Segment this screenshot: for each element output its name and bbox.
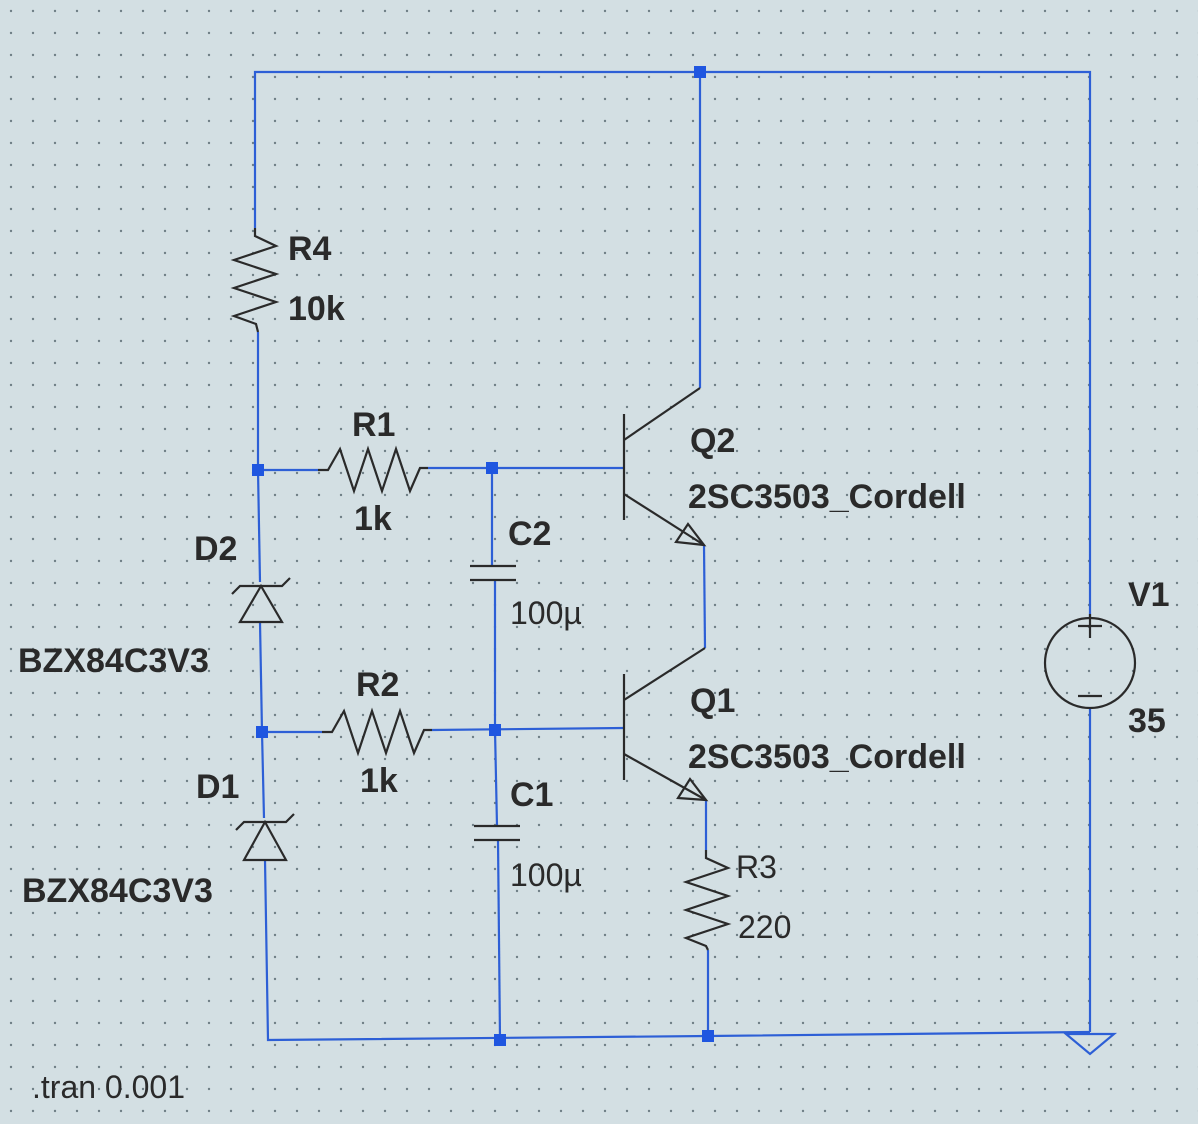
c2-ref: C2 xyxy=(508,515,551,553)
resistor-r1[interactable]: R1 1k xyxy=(318,406,428,538)
resistor-r4[interactable]: R4 10k xyxy=(230,228,345,333)
r1-value: 1k xyxy=(354,500,392,538)
resistor-r3[interactable]: R3 220 xyxy=(682,849,791,951)
r4-value: 10k xyxy=(288,290,345,328)
r4-ref: R4 xyxy=(288,230,332,268)
c1-value: 100µ xyxy=(510,857,582,893)
d1-model: BZX84C3V3 xyxy=(22,872,213,910)
c2-value: 100µ xyxy=(510,595,582,631)
zener-d2-bar xyxy=(231,577,291,595)
wires xyxy=(253,70,1092,1042)
capacitor-c2[interactable]: C2 100µ xyxy=(470,515,582,631)
junction-d2-r2-d1 xyxy=(256,726,268,738)
r2-value: 1k xyxy=(360,762,398,800)
resistor-r2[interactable]: R2 1k xyxy=(322,666,432,800)
q1-model: 2SC3503_Cordell xyxy=(688,738,966,776)
q2-ref: Q2 xyxy=(690,422,735,460)
r3-ref: R3 xyxy=(736,849,777,885)
r1-ref: R1 xyxy=(352,406,395,444)
wire-node-to-d1 xyxy=(260,731,266,819)
q1-collector-lead xyxy=(623,647,706,701)
zener-d2-triangle xyxy=(238,583,284,624)
zener-d1-bar xyxy=(235,813,295,831)
q1-emitter-arrow xyxy=(676,777,709,802)
q1-ref: Q1 xyxy=(690,682,735,720)
junction-r1-c2-q2 xyxy=(486,462,498,474)
junction-r4-r1-d2 xyxy=(252,464,264,476)
wire-q2-emitter-to-q1 xyxy=(702,544,707,649)
junctions xyxy=(252,66,714,1046)
v1-ref: V1 xyxy=(1128,576,1170,614)
wire-bottom-rail xyxy=(263,859,1091,1042)
spice-directive[interactable]: .tran 0.001 xyxy=(32,1069,185,1105)
q2-collector-lead xyxy=(623,387,701,441)
ground-symbol xyxy=(1062,1032,1118,1056)
zener-d1-triangle xyxy=(242,819,288,862)
zener-diode-d1[interactable]: D1 BZX84C3V3 xyxy=(22,768,295,910)
r3-value: 220 xyxy=(738,909,791,945)
transistor-q2[interactable]: Q2 2SC3503_Cordell xyxy=(622,387,966,547)
resistor-r4-symbol xyxy=(230,228,280,333)
resistor-r1-symbol xyxy=(318,445,428,495)
wire-c1-top xyxy=(493,729,499,827)
wire-r2-to-q1-base xyxy=(431,726,625,732)
d1-ref: D1 xyxy=(196,768,239,806)
resistor-r2-symbol xyxy=(322,707,432,757)
wire-d2-to-node xyxy=(258,621,264,733)
junction-c1-ground xyxy=(494,1034,506,1046)
q2-emitter-arrow xyxy=(674,522,707,547)
junction-r3-ground xyxy=(702,1030,714,1042)
junction-r2-c1-q1 xyxy=(489,724,501,736)
q2-emitter-lead xyxy=(623,493,705,546)
ground-icon xyxy=(1062,1032,1118,1056)
c1-ref: C1 xyxy=(510,776,553,814)
zener-diode-d2[interactable]: D2 BZX84C3V3 xyxy=(18,530,291,680)
voltage-source-v1[interactable]: V1 35 xyxy=(1043,576,1170,740)
junction-top xyxy=(694,66,706,78)
r2-ref: R2 xyxy=(356,666,399,704)
d2-ref: D2 xyxy=(194,530,237,568)
q1-emitter-lead xyxy=(623,753,707,801)
d2-model: BZX84C3V3 xyxy=(18,642,209,680)
wire-c1-bottom xyxy=(496,839,502,1041)
q2-model: 2SC3503_Cordell xyxy=(688,478,966,516)
wire-node-to-d2 xyxy=(256,469,262,583)
transistor-q1[interactable]: Q1 2SC3503_Cordell xyxy=(622,647,966,802)
capacitor-c1[interactable]: C1 100µ xyxy=(474,776,582,893)
v1-value: 35 xyxy=(1128,702,1166,740)
resistor-r3-symbol xyxy=(682,850,732,951)
